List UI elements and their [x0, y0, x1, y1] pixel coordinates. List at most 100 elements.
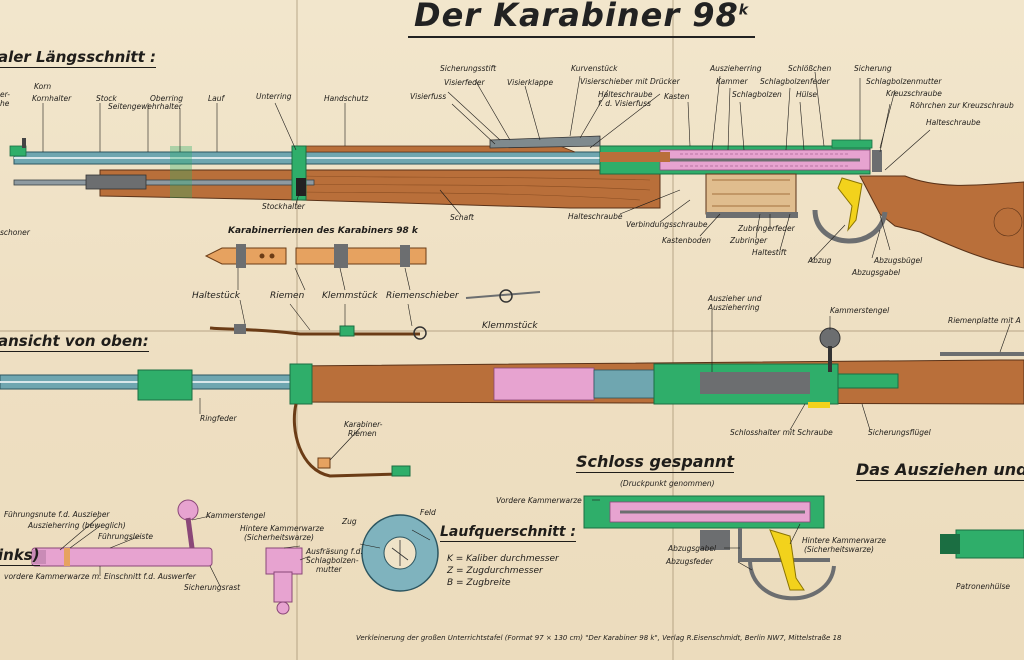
section-ausziehen: Das Ausziehen und A	[856, 460, 1024, 481]
label-schoner: schoner	[0, 228, 30, 237]
label-zubringerfeder: Zubringerfeder	[738, 224, 795, 233]
label-riemen: Riemen	[270, 291, 305, 301]
label-haltestift: Haltestift	[752, 248, 787, 257]
label-handschutz: Handschutz	[324, 94, 369, 103]
legend-b: B = Zugbreite	[447, 578, 511, 588]
label-karabinerriemen-2: Riemen	[348, 429, 377, 438]
label-ausfraesung-3: mutter	[316, 565, 342, 574]
label-schloesschen: Schlößchen	[788, 64, 832, 73]
label-sicherung: Sicherung	[854, 64, 892, 73]
top-view	[0, 327, 1024, 478]
label-ausfraesung: Ausfräsung f.d.	[306, 547, 363, 556]
label-roehrchen: Röhrchen zur Kreuzschraub	[910, 101, 1014, 110]
label-visierfeder: Visierfeder	[444, 78, 485, 87]
label-kastenboden: Kastenboden	[662, 236, 711, 245]
label-kurvenstueck: Kurvenstück	[571, 64, 618, 73]
label-abzugsgabel-2: Abzugsgabel	[668, 544, 717, 553]
label-abzugsgabel: Abzugsgabel	[852, 268, 901, 277]
label-he: he	[0, 99, 10, 108]
label-patronenhuelse: Patronenhülse	[956, 582, 1010, 591]
poster-title: Der Karabiner 98k	[408, 0, 756, 38]
label-riemenplatte: Riemenplatte mit A	[948, 316, 1021, 325]
label-haltestueck: Haltestück	[192, 291, 240, 301]
label-lauf: Lauf	[208, 94, 225, 103]
label-visierfuss: Visierfuss	[410, 92, 447, 101]
label-auszieherring: Auszieherring	[710, 64, 762, 73]
section-laengsschnitt: aler Längsschnitt :	[0, 48, 156, 68]
label-ringfeder: Ringfeder	[200, 414, 237, 423]
fold-line	[0, 330, 1024, 332]
label-hintere-kammerwarze-3: Hintere Kammerwarze	[240, 524, 325, 533]
trigger	[837, 177, 863, 232]
label-kammerstengel: Kammerstengel	[830, 306, 890, 315]
label-huelse: Hülse	[796, 90, 817, 99]
label-unterring: Unterring	[256, 92, 292, 101]
section-schloss: Schloss gespannt	[576, 452, 734, 473]
label-hintere-kammerwarze-4: (Sicherheitswarze)	[244, 533, 314, 542]
sling-parts	[204, 244, 541, 340]
label-stock: Stock	[96, 94, 117, 103]
label-auszieher: Auszieher und	[708, 294, 762, 303]
label-kasten: Kasten	[664, 92, 690, 101]
label-fuehrungsleiste: Führungsleiste	[98, 532, 154, 541]
cleaning-rod	[13, 179, 315, 186]
label-verbindungsschraube: Verbindungsschraube	[626, 220, 708, 229]
label-hintere-kammerwarze-2: (Sicherheitswarze)	[804, 545, 874, 554]
label-korn: Korn	[34, 82, 52, 91]
label-riemenschieber: Riemenschieber	[386, 291, 459, 301]
label-auszieherring-beweglich: Auszieherring (beweglich)	[28, 521, 126, 530]
fold-line	[296, 0, 298, 660]
label-sicherungsrast: Sicherungsrast	[184, 583, 241, 592]
section-links: inks)	[0, 546, 40, 566]
label-abzug: Abzug	[808, 256, 832, 265]
sling-heading: Karabinerriemen des Karabiners 98 k	[228, 226, 418, 236]
trigger-guard	[812, 209, 888, 244]
label-karabinerriemen: Karabiner-	[344, 420, 383, 429]
label-klemmstueck: Klemmstück	[322, 291, 378, 301]
footer-note: Verkleinerung der großen Unterrichtstafe…	[356, 634, 842, 642]
label-stockhalter: Stockhalter	[262, 202, 305, 211]
label-halteschraube-2: Halteschraube	[568, 212, 623, 221]
label-schlagbolzenmutter: Schlagbolzenmutter	[866, 77, 942, 86]
label-kornhalter: Kornhalter	[32, 94, 72, 103]
legend-z: Z = Zugdurchmesser	[447, 566, 543, 576]
rear-sight	[489, 135, 601, 149]
label-schlagbolzenfeder: Schlagbolzenfeder	[760, 77, 830, 86]
section-laufquerschnitt: Laufquerschnitt :	[440, 524, 577, 542]
section-top-view: ansicht von oben:	[0, 332, 149, 352]
label-schaft: Schaft	[450, 213, 474, 222]
bolt-cocked	[583, 495, 1024, 601]
label-zubringer: Zubringer	[730, 236, 768, 245]
label-feld: Feld	[420, 508, 436, 517]
label-visierschieber: Visierschieber mit Drücker	[580, 77, 680, 86]
label-halteschraube-fd2: f. d. Visierfuss	[598, 99, 651, 108]
label-sicherungsfluegel: Sicherungsflügel	[868, 428, 931, 437]
label-kreuzschraube: Kreuzschraube	[886, 89, 942, 98]
bolt-drawing	[31, 499, 439, 615]
label-halteschraube-fd: Halteschraube	[598, 90, 653, 99]
label-abzugsbuegel: Abzugsbügel	[874, 256, 923, 265]
label-kammerstengel-2: Kammerstengel	[206, 511, 266, 520]
longitudinal-section	[9, 135, 1024, 269]
label-fuehrungsnute: Führungsnute f.d. Auszieher	[4, 510, 110, 519]
schloss-note: (Druckpunkt genommen)	[620, 479, 715, 488]
label-ausfraesung-2: Schlagbolzen-	[306, 556, 359, 565]
label-zug: Zug	[342, 517, 357, 526]
leader-lines	[42, 71, 1011, 587]
label-auszieher-2: Auszieherring	[708, 303, 760, 312]
label-halteschraube: Halteschraube	[926, 118, 981, 127]
label-hintere-kammerwarze: Hintere Kammerwarze	[802, 536, 887, 545]
fold-line	[672, 0, 674, 660]
label-oberring: Oberring	[150, 94, 184, 103]
label-klemmstueck-2: Klemmstück	[482, 321, 538, 331]
label-schlosshalter: Schlosshalter mit Schraube	[730, 428, 833, 437]
label-vordere-kammerwarze-einschnitt: vordere Kammerwarze m. Einschnitt f.d. A…	[4, 572, 196, 581]
label-seitengewehrhalter: Seitengewehrhalter	[108, 102, 182, 111]
label-sicherungsstift: Sicherungsstift	[440, 64, 497, 73]
butt-stock	[859, 175, 1024, 269]
label-abzugsfeder: Abzugsfeder	[666, 557, 713, 566]
legend-k: K = Kaliber durchmesser	[447, 554, 559, 564]
label-visierklappe: Visierklappe	[507, 78, 554, 87]
